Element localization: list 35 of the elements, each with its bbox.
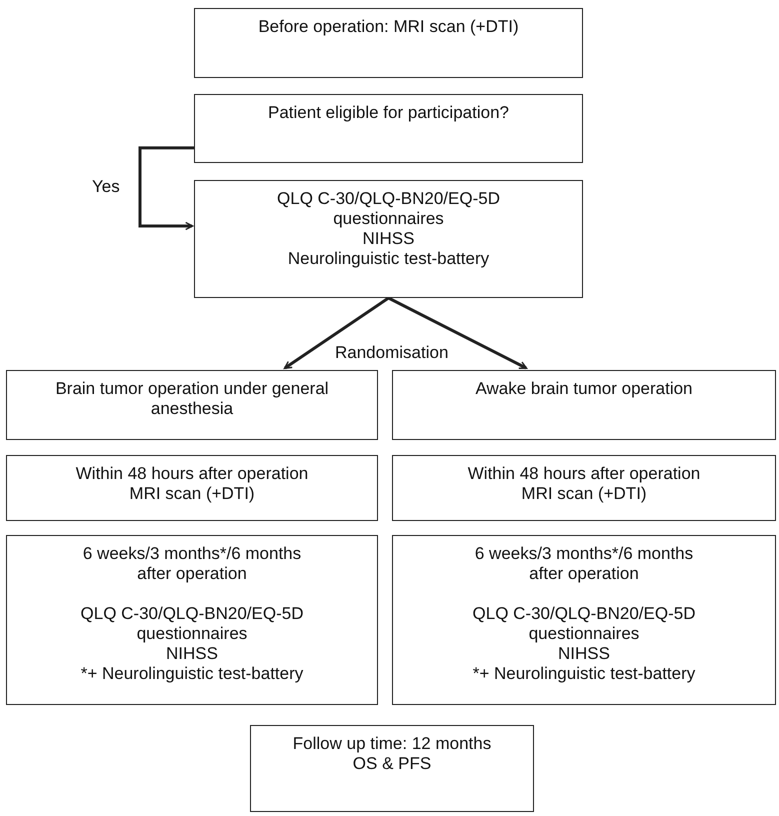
- box-text: Within 48 hours after operation: [74, 464, 310, 484]
- process-box: [392, 535, 776, 705]
- box-text: 6 weeks/3 months*/6 months after operation: [474, 544, 694, 584]
- box-text: NIHSS: [165, 644, 219, 664]
- process-box: [392, 370, 776, 440]
- arrow: [284, 296, 390, 370]
- box-text: Brain tumor operation under general anesthesia: [54, 379, 330, 419]
- box-text: Neurolinguistic test-battery: [286, 249, 490, 269]
- box-text: *+ Neurolinguistic test-battery: [472, 664, 696, 684]
- process-box: [392, 455, 776, 521]
- box-text: Before operation: MRI scan (+DTI): [257, 17, 520, 37]
- box-text: MRI scan (+DTI): [128, 484, 256, 504]
- box-text: QLQ C-30/QLQ-BN20/EQ-5D questionnaires: [80, 604, 304, 644]
- box-text: QLQ C-30/QLQ-BN20/EQ-5D questionnaires: [472, 604, 696, 644]
- box-text: OS & PFS: [352, 754, 432, 774]
- process-box: [194, 94, 583, 163]
- process-box: [6, 535, 378, 705]
- process-box: [250, 725, 534, 812]
- box-text: 6 weeks/3 months*/6 months after operation: [82, 544, 302, 584]
- process-box: [6, 455, 378, 521]
- arrow: [138, 146, 194, 230]
- box-text: Patient eligible for participation?: [267, 103, 510, 123]
- process-box: [194, 8, 583, 78]
- box-text: QLQ C-30/QLQ-BN20/EQ-5D questionnaires: [276, 189, 501, 229]
- box-text: Follow up time: 12 months: [292, 734, 492, 754]
- arrow: [388, 296, 528, 370]
- process-box: [6, 370, 378, 440]
- box-text: NIHSS: [362, 229, 416, 249]
- box-text: *+ Neurolinguistic test-battery: [80, 664, 304, 684]
- box-text: NIHSS: [557, 644, 611, 664]
- box-text: Awake brain tumor operation: [474, 379, 694, 399]
- box-text: Within 48 hours after operation: [466, 464, 702, 484]
- process-box: [194, 180, 583, 298]
- annotation-label: Randomisation: [334, 343, 450, 363]
- box-text: MRI scan (+DTI): [520, 484, 648, 504]
